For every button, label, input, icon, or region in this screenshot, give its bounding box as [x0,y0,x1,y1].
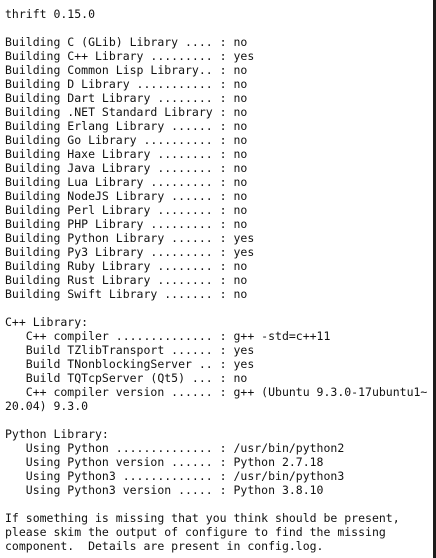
terminal-line [5,413,433,427]
terminal-line: Using Python3 version ..... : Python 3.8… [5,483,324,497]
terminal-line: Building Dart Library ........ : no [5,91,248,105]
terminal-line: If something is missing that you think s… [5,511,400,525]
terminal-line: C++ compiler version ...... : g++ (Ubunt… [5,385,428,399]
terminal-line: Using Python version ...... : Python 2.7… [5,455,324,469]
terminal-line: Building NodeJS Library ...... : no [5,189,248,203]
terminal-line: Building Perl Library ........ : no [5,203,248,217]
terminal-line: Using Python3 ............. : /usr/bin/p… [5,469,345,483]
terminal-line [5,21,433,35]
terminal-line: Building C++ Library ......... : yes [5,49,255,63]
terminal-line: Python Library: [5,427,109,441]
terminal-line: Building D Library ........... : no [5,77,248,91]
terminal-line: Building C (GLib) Library .... : no [5,35,248,49]
terminal-line: Building Ruby Library ........ : no [5,259,248,273]
terminal-line: Build TQTcpServer (Qt5) ... : no [5,371,248,385]
terminal-line: Build TNonblockingServer .. : yes [5,357,255,371]
terminal-line: Building PHP Library ......... : no [5,217,248,231]
terminal-line: 20.04) 9.3.0 [5,399,89,413]
terminal-line: Building Python Library ...... : yes [5,231,255,245]
terminal-line: Building Java Library ........ : no [5,161,248,175]
terminal-line: please skim the output of configure to f… [5,525,386,539]
terminal-line: thrift 0.15.0 [5,7,96,21]
terminal-line: Building Lua Library ......... : no [5,175,248,189]
terminal-line: Building Py3 Library ......... : yes [5,245,255,259]
terminal-line [5,497,433,511]
terminal-line: Building Swift Library ....... : no [5,287,248,301]
terminal-line: Using Python .............. : /usr/bin/p… [5,441,345,455]
terminal-line: Building Erlang Library ...... : no [5,119,248,133]
terminal-line: Building Common Lisp Library.. : no [5,63,248,77]
terminal-line: Build TZlibTransport ...... : yes [5,343,255,357]
terminal-line: Building Haxe Library ........ : no [5,147,248,161]
terminal-line: C++ Library: [5,315,89,329]
terminal-line: component. Details are present in config… [5,539,324,553]
terminal-line: Building .NET Standard Library : no [5,105,248,119]
terminal-line: C++ compiler .............. : g++ -std=c… [5,329,331,343]
terminal-line [5,301,433,315]
terminal-line: Building Rust Library ........ : no [5,273,248,287]
window-edge [433,0,436,558]
terminal-line: Building Go Library .......... : no [5,133,248,147]
